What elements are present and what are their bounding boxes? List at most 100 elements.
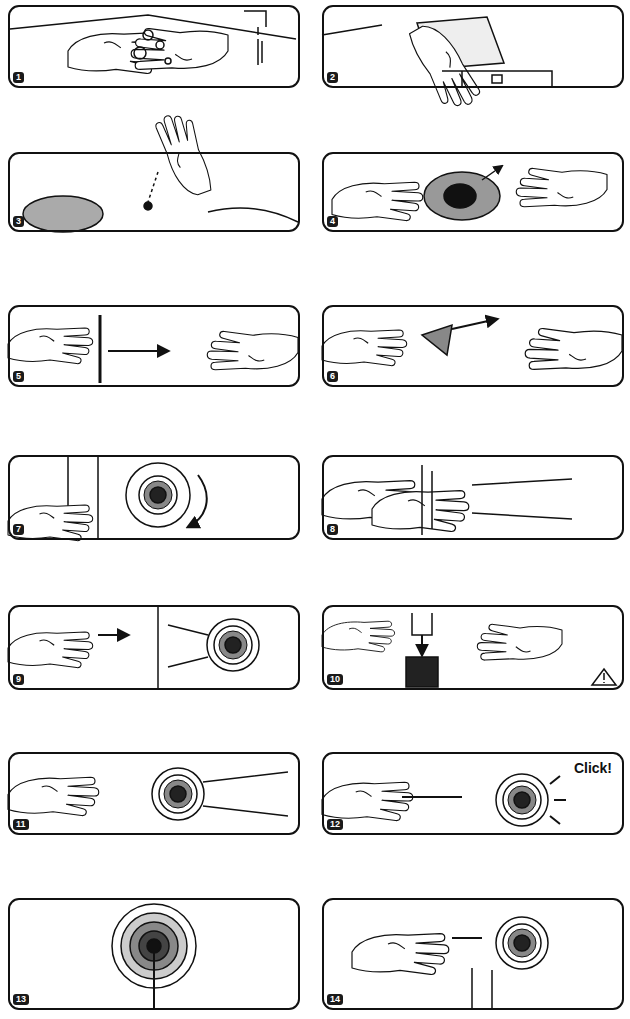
sound-cue: Click! [574,760,612,776]
flange-rim [152,768,204,820]
hand [8,505,93,541]
press-line [402,796,462,798]
flange-rim [496,917,548,969]
pouch-tail [406,657,438,687]
step-panel: 14 [322,898,624,1010]
wafer [424,172,500,220]
fitting-pouch [8,605,259,690]
hand [154,109,217,201]
hand [516,168,607,206]
hand [322,621,395,652]
arrow [452,319,497,329]
step-panel: 5 [8,305,300,387]
step-number: 5 [13,371,24,382]
stoma-ring [214,626,252,664]
body-line [208,208,298,222]
flange [422,465,432,535]
step-number: 6 [327,371,338,382]
clip [412,613,432,635]
step-panel: 3 [8,152,300,232]
fingers [472,479,572,519]
hand [352,934,449,975]
arrow [98,634,128,636]
step-number: 7 [13,524,24,535]
step-panel: 2 [322,5,624,88]
step-panel: 6 [322,305,624,387]
hand [322,782,413,820]
step-number: 3 [13,216,24,227]
step-panel: 12 Click! [322,752,624,835]
seal-check [112,904,196,1010]
locking-pouch [322,774,566,826]
positioning-wafer [8,315,298,383]
flange-rim [496,774,548,826]
click-lines [550,776,566,824]
washing-hands [10,11,296,73]
step-number: 1 [13,72,24,83]
step-number: 4 [327,216,338,227]
warning-mark [603,673,605,683]
preparing-skin [23,109,298,232]
step-panel: 10 [322,605,624,690]
counter-edge [322,25,382,35]
press-arrow [188,475,207,527]
drying-hands [322,17,552,115]
stoma-ring [139,476,177,514]
arrow [108,350,168,352]
sink-edge [10,15,296,39]
guide-line [148,172,158,202]
tip [144,202,152,210]
hand [8,328,93,364]
step-panel: 13 [8,898,300,1010]
hand [332,182,423,220]
hand [8,632,93,668]
applying-wafer [8,455,207,541]
wafer-hole [444,184,476,208]
water [258,39,262,65]
arrow [421,635,423,655]
skin-area [23,196,103,232]
divider [157,605,159,690]
step-panel: 1 [8,5,300,88]
step-number: 2 [327,72,338,83]
step-panel: 8 [322,455,624,540]
pressing-wafer [322,465,572,535]
stoma-ring [503,924,541,962]
peeling-backing [332,166,607,221]
step-panel: 9 [8,605,300,690]
bubble [165,58,171,64]
bubble [134,47,146,59]
step-number: 11 [13,819,29,830]
arrow [482,166,502,180]
step-number: 12 [327,819,343,830]
wafer-rim [126,463,190,527]
step-number: 10 [327,674,343,685]
step-panel: 11 [8,752,300,835]
hand [404,18,483,116]
hand [207,331,298,369]
warning-triangle [592,669,616,685]
step-number: 14 [327,994,343,1005]
wafer-edge [99,315,102,383]
hand [477,624,562,660]
hand [131,29,228,70]
step-number: 13 [13,994,29,1005]
drain-line [153,946,155,1010]
closing-pouch [322,613,616,687]
stoma-ring [503,781,541,819]
bubble [156,41,164,49]
step-panel: 7 [8,455,300,540]
fingers [203,772,288,816]
hand [8,777,99,815]
removing-liner [322,319,622,369]
hand [322,330,407,366]
hand [525,329,622,370]
bubble [143,30,153,40]
drawings [8,11,622,1010]
removing-pouch [352,917,548,1008]
hand [372,491,469,532]
step-number: 8 [327,524,338,535]
liner [422,325,452,355]
dispenser [442,71,552,87]
